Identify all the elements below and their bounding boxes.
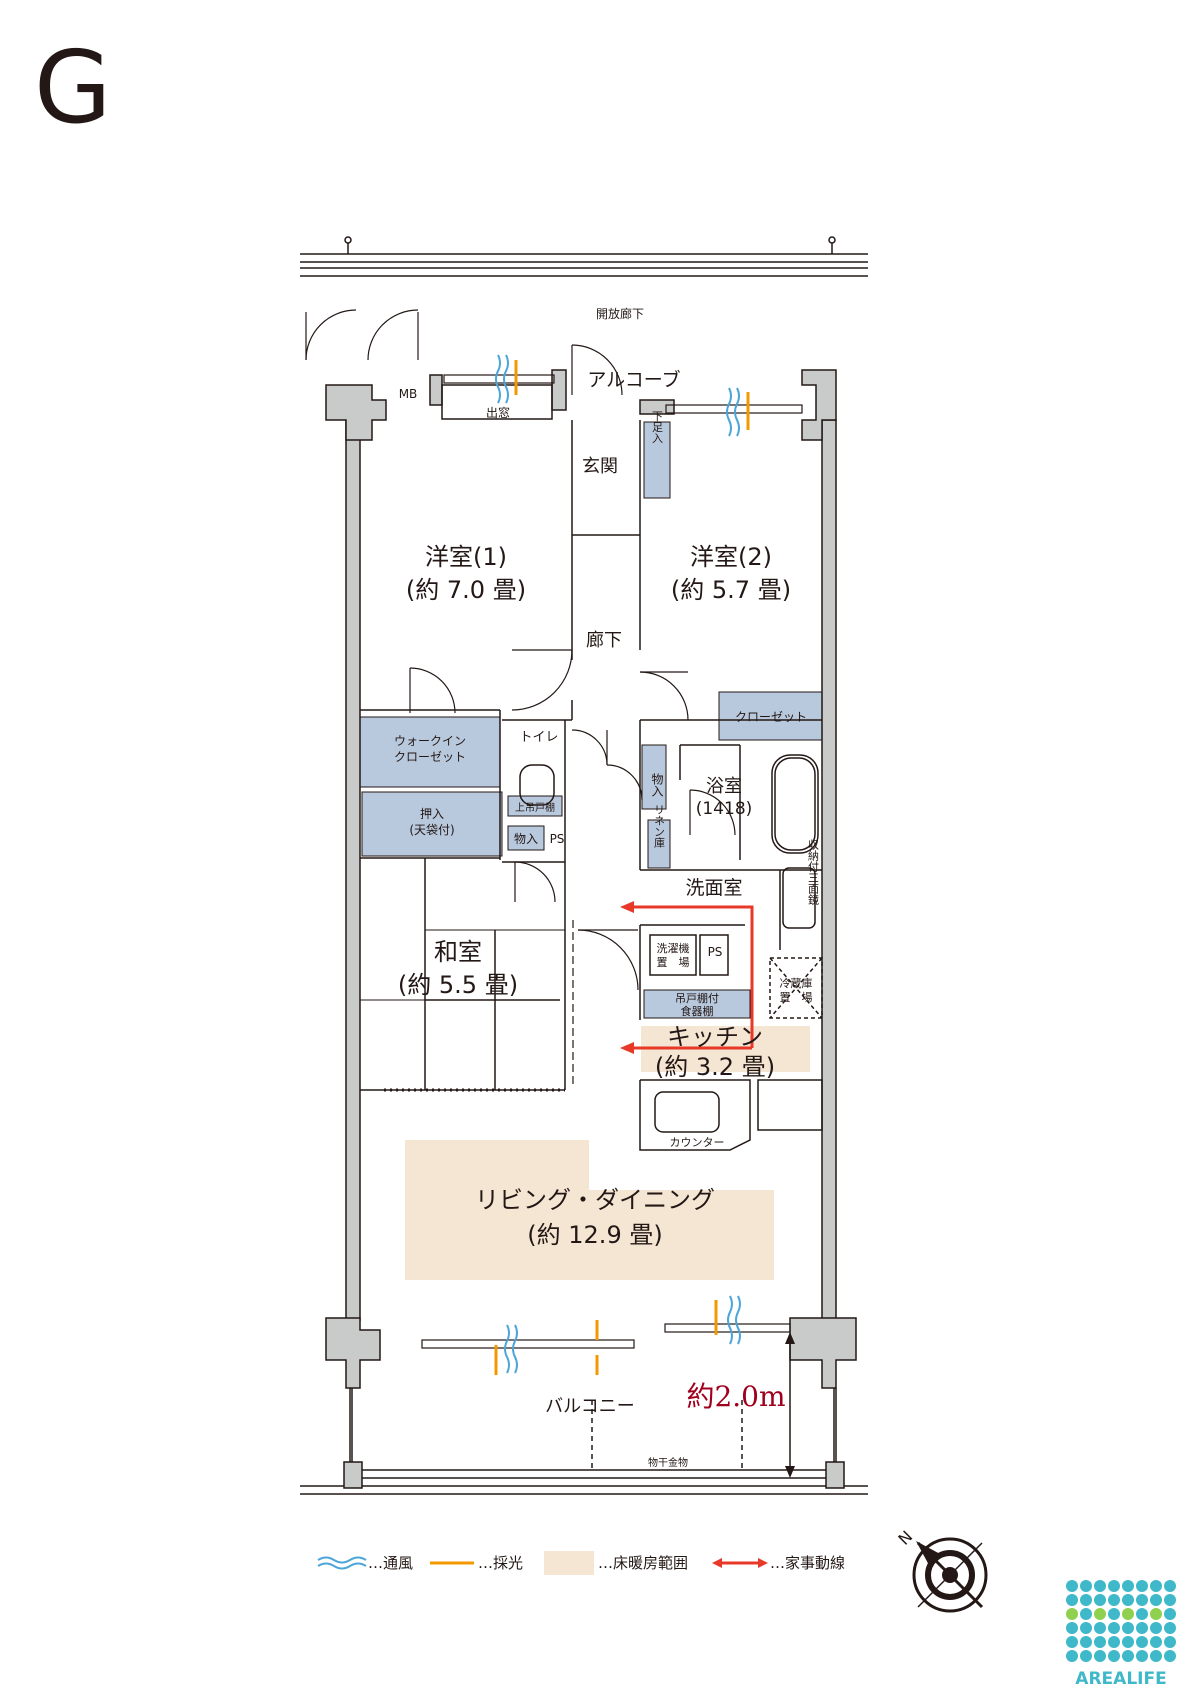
storage-labels: ウォークイン クローゼット 押入 (天袋付) クローゼット 物入 PS 上吊戸棚… [394,411,820,1150]
ps-washroom-label: PS [708,945,723,959]
western-room-1-size: (約 7.0 畳) [406,576,526,604]
brand-name: AREALIFE [1075,1669,1166,1689]
monoire-small-label: 物入 [514,832,538,846]
compass-north-label: N [894,1527,916,1549]
open-corridor-label: 開放廊下 [596,306,644,321]
legend-housework: …家事動線 [770,1554,845,1572]
storage-boxes [359,421,823,1019]
housework-legend-icon [712,1558,768,1568]
brand-logo: AREALIFE [1066,1580,1176,1689]
wash-storage-label: 収納付三面鏡 [807,839,820,906]
interior-walls [360,384,823,1151]
legend: …通風 …採光 …床暖房範囲 …家事動線 [317,1551,845,1575]
japanese-room-name: 和室 [434,938,482,966]
mb-label: MB [399,387,418,401]
shoe-box-box [643,421,671,499]
ps-label: PS [550,832,565,846]
tatami-grid [360,929,565,1001]
drying-rack-label: 物干金物 [648,1456,688,1469]
kitchen-name: キッチン [667,1023,763,1051]
floor-plan-type-letter: G [34,29,112,146]
balcony-railing [300,1388,868,1495]
walk-in-label-2: クローゼット [394,750,466,764]
legend-ventilation: …通風 [368,1554,413,1572]
housework-lines [620,901,754,1054]
legend-daylight: …採光 [478,1554,523,1572]
living-dining-size: (約 12.9 畳) [527,1221,662,1249]
walls [325,369,857,1389]
linen-label: リネン庫 [653,804,666,849]
brand-dots-icon [1066,1580,1176,1662]
floor-heating-legend-icon [544,1551,594,1575]
room-labels: 開放廊下 MB 出窓 アルコーブ 玄関 洋室(1) (約 7.0 畳) 洋室(2… [398,306,791,1469]
western-room-1-name: 洋室(1) [425,543,507,571]
alcove-label: アルコーブ [587,368,680,391]
balcony-depth-dimension [785,1332,795,1478]
monoire-small-box [507,825,545,851]
bath-name: 浴室 [706,776,742,797]
fridge-label-2: 置 場 [780,991,813,1004]
living-dining-name: リビング・ダイニング [475,1186,715,1214]
monoire-vertical-box [641,744,667,810]
cupboard-box [643,989,751,1019]
kitchen-size: (約 3.2 畳) [655,1053,775,1081]
washer-label-1: 洗濯機 [657,941,690,955]
upper-shelf-label: 上吊戸棚 [515,801,555,814]
cupboard-label-2: 食器棚 [681,1004,714,1018]
hallway-label: 廊下 [586,630,622,651]
entrance-label: 玄関 [582,456,618,477]
oshiire-box [361,791,503,857]
shoe-box-label: 下足入 [651,411,664,444]
cupboard-label-1: 吊戸棚付 [675,991,719,1005]
bay-window-label: 出窓 [486,405,510,420]
walk-in-label-1: ウォークイン [394,734,466,748]
bath-size: (1418) [696,799,753,819]
oshiire-label-2: (天袋付) [409,823,454,837]
closet-box [718,691,823,741]
linen-box [647,819,671,869]
upper-shelf-box [507,795,563,817]
washer-label-2: 置 場 [657,956,690,969]
counter-label: カウンター [670,1136,725,1149]
fridge-label-1: 冷蔵庫 [780,976,813,990]
door-swings [305,309,736,991]
western-room-2-name: 洋室(2) [690,543,772,571]
walk-in-closet-box [359,716,501,788]
balcony-label: バルコニー [545,1396,635,1417]
washroom-label: 洗面室 [685,877,742,899]
ventilation-legend-icon [317,1556,367,1570]
closet-label: クローゼット [735,710,807,724]
oshiire-label-1: 押入 [420,807,444,821]
toilet-label: トイレ [519,730,558,745]
compass-icon [912,1537,988,1613]
western-room-2-size: (約 5.7 畳) [671,576,791,604]
ventilation-markers [494,354,750,1375]
corridor-railing [300,236,868,277]
balcony-depth-label: 約2.0m [686,1380,785,1413]
legend-floor-heating: …床暖房範囲 [598,1554,688,1572]
japanese-room-size: (約 5.5 畳) [398,971,518,999]
monoire-vertical-label: 物入 [650,773,664,797]
windows [384,374,803,1349]
